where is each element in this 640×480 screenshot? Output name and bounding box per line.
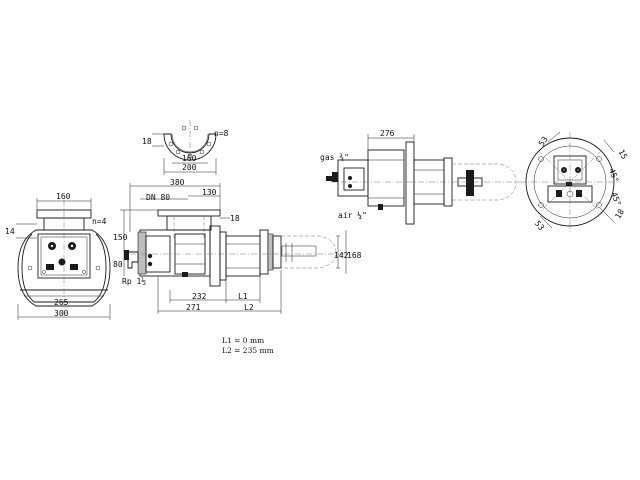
dim-160b-label: 160 [182, 154, 197, 163]
thread-rp-label: Rp 1½ [122, 276, 146, 286]
dim-18b-label: 18 [230, 214, 240, 223]
note-l2: L2 = 235 mm [222, 346, 274, 355]
dim-232-label: 232 [192, 292, 207, 301]
front-view: 53 15 45° 45° 18 53 [520, 131, 630, 232]
dim-18c-label: 18 [613, 207, 626, 220]
dim-265-label: 265 [54, 298, 69, 307]
dim-380-label: 380 [170, 178, 185, 187]
right-side-view: 276 gas ¾" air ¼" [320, 129, 520, 225]
dim-18-label: 18 [142, 137, 152, 146]
dim-53b-label: 53 [533, 219, 546, 232]
dim-271-label: 271 [186, 303, 201, 312]
dim-168-label: 168 [347, 251, 362, 260]
dim-45deg2-label: 45° [609, 191, 622, 208]
main-side-view: 380 DN 80 130 18 150 80 Rp 1½ 142 168 23… [113, 178, 362, 314]
dim-276-label: 276 [380, 129, 395, 138]
air-connection-label: air ¼" [338, 211, 367, 220]
top-flange-view: 18 n=8 160 200 [142, 120, 229, 175]
dim-130-label: 130 [202, 188, 217, 197]
dim-dn80-label: DN 80 [146, 193, 170, 202]
bolt-count-8-label: n=8 [214, 129, 229, 138]
dim-15-label: 15 [617, 148, 630, 161]
bolt-count-label: n=4 [92, 217, 107, 226]
dim-142-label: 142 [334, 251, 349, 260]
dim-53a-label: 53 [537, 135, 550, 148]
left-end-view: 160 14 n=4 265 300 [5, 192, 111, 320]
dim-80-label: 80 [113, 260, 123, 269]
dim-200-label: 200 [182, 163, 197, 172]
dim-45deg-label: 45° [607, 167, 620, 184]
dim-160-label: 160 [56, 192, 71, 201]
gas-connection-label: gas ¾" [320, 153, 349, 162]
dim-l1-label: L1 [238, 292, 248, 301]
dim-14-label: 14 [5, 227, 15, 236]
dim-150-label: 150 [113, 233, 128, 242]
dim-l2-label: L2 [244, 303, 254, 312]
notes: L1 = 0 mm L2 = 235 mm [222, 336, 274, 355]
dim-300-label: 300 [54, 309, 69, 318]
note-l1: L1 = 0 mm [222, 336, 264, 345]
